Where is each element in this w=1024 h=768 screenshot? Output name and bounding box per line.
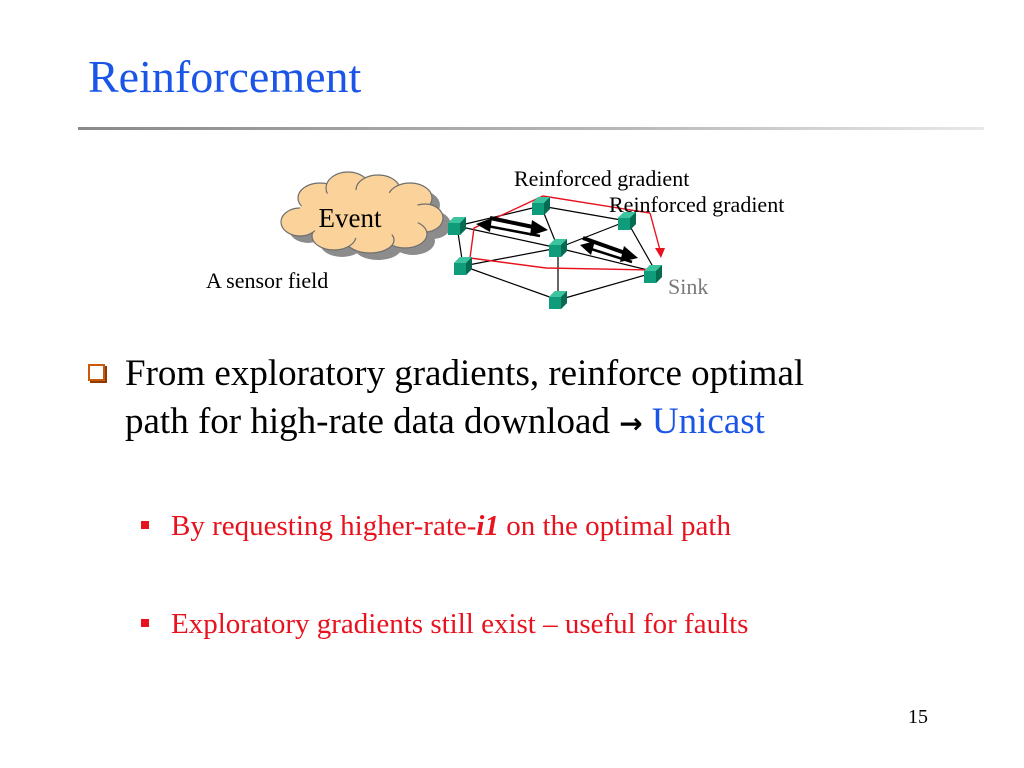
main-bullet-line-1: From exploratory gradients, reinforce op…	[125, 353, 805, 394]
right-arrow-icon: →	[619, 407, 643, 440]
interest-i1-term: i1	[476, 510, 499, 542]
hollow-square-bullet-icon	[88, 364, 105, 381]
main-bullet-text: From exploratory gradients, reinforce op…	[125, 350, 948, 448]
sensor-node	[448, 217, 466, 235]
event-label: Event	[319, 203, 382, 233]
title-divider	[78, 127, 984, 130]
square-bullet-icon	[141, 521, 149, 529]
reinforced-gradient-label-1: Reinforced gradient	[514, 166, 689, 191]
sink-node	[644, 265, 662, 283]
sensor-field-diagram: Event Reinforced gr	[206, 166, 784, 309]
sub-bullet-requesting: By requesting higher-rate-i1 on the opti…	[141, 508, 961, 544]
sub-bullet-text: By requesting higher-rate-i1 on the opti…	[171, 510, 731, 542]
sub-bullet-suffix: on the optimal path	[498, 510, 731, 542]
main-bullet: From exploratory gradients, reinforce op…	[88, 350, 948, 448]
reinforced-gradient-label-2: Reinforced gradient	[609, 192, 784, 217]
sensor-field-label: A sensor field	[206, 268, 328, 293]
sub-bullet-text: Exploratory gradients still exist – usef…	[171, 608, 749, 640]
sink-label: Sink	[668, 274, 708, 299]
sensor-node	[549, 239, 567, 257]
square-bullet-icon	[141, 619, 149, 627]
sensor-node	[549, 291, 567, 309]
network-edges	[456, 205, 657, 301]
reinforced-paths	[469, 195, 665, 271]
main-bullet-line-2: path for high-rate data download	[125, 401, 610, 442]
sub-bullet-exploratory: Exploratory gradients still exist – usef…	[141, 606, 961, 642]
page-number: 15	[908, 706, 928, 728]
reinforcement-arrows	[476, 216, 638, 264]
unicast-highlight: Unicast	[651, 401, 765, 442]
slide-title: Reinforcement	[88, 51, 362, 102]
sensor-node	[454, 257, 472, 275]
sub-bullet-prefix: By requesting higher-rate-	[171, 510, 477, 542]
